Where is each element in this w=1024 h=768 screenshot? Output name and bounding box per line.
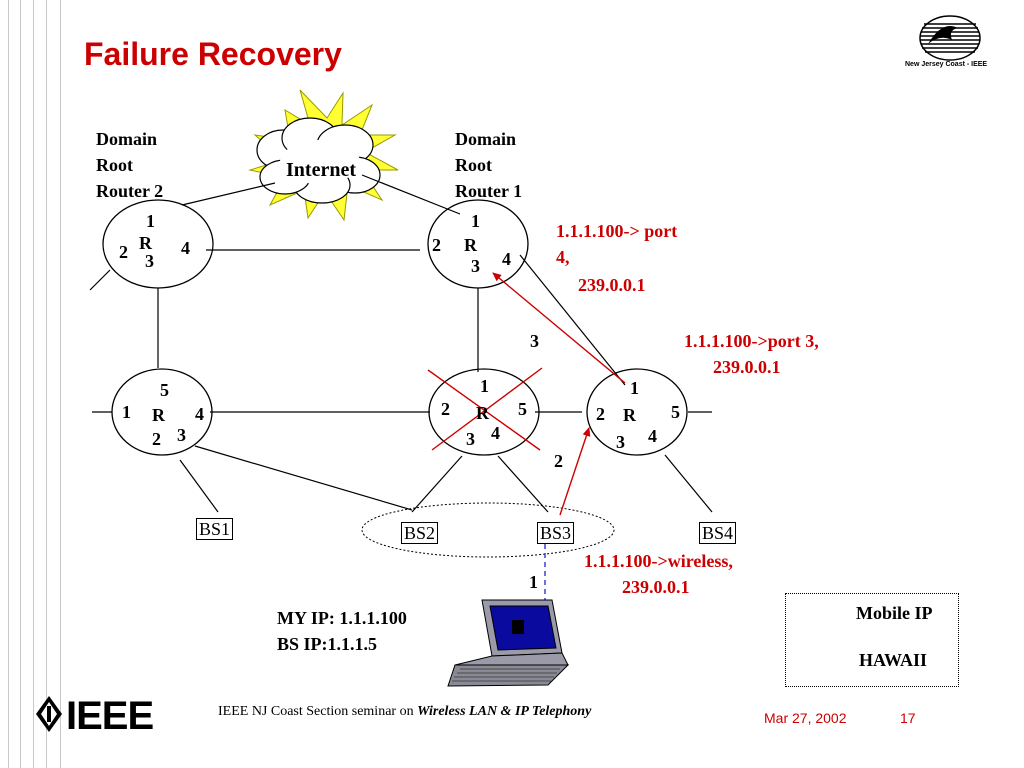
annotation-mid-line: 239.0.0.1 [713,357,781,377]
host-ip-text: MY IP: 1.1.1.100 [277,608,407,628]
domain-root-1-line: Router 1 [455,181,523,201]
annotation-top-line: 4, [556,247,570,267]
step-label: 1 [529,572,538,592]
paging-area-ellipse [361,502,615,558]
router-letter: R [464,235,477,255]
port-label: 1 [630,378,639,398]
port-label: 2 [596,404,605,424]
router-letter: R [139,233,152,253]
failure-cross-icon [427,367,543,451]
domain-root-2-line: Domain [96,129,158,149]
domain-root-1-line: Domain [455,129,517,149]
logo-caption: New Jersey Coast - IEEE [905,61,988,68]
annotation-wireless-line: 239.0.0.1 [622,577,690,597]
links [89,174,713,513]
port-label: 5 [160,380,169,400]
port-label: 5 [671,402,680,422]
port-label: 2 [432,235,441,255]
laptop-icon [447,599,570,687]
ieee-logo: IEEE [66,694,154,738]
internet-label: Internet [286,159,356,181]
domain-root-2-line: Root [96,155,133,175]
port-label: 4 [648,426,657,446]
legend-mobile-ip: Mobile IP [856,603,933,623]
router-letter: R [152,405,165,425]
router-letter: R [623,405,636,425]
port-label: 1 [122,402,131,422]
internet-cloud [256,117,381,204]
step-label: 2 [554,451,563,471]
port-label: 4 [502,249,511,269]
port-label: 3 [616,432,625,452]
port-label: 1 [146,211,155,231]
domain-root-1-line: Root [455,155,492,175]
hawaii-arrow-up [492,272,626,384]
base-station-bs3: BS3 [537,522,575,544]
decorative-line [46,0,47,768]
base-station-bs1: BS1 [196,518,234,540]
port-label: 1 [471,211,480,231]
router-mid-left [111,368,213,456]
port-label: 3 [471,256,480,276]
router-mid-right [586,368,688,456]
decorative-line [8,0,9,768]
slide-title: Failure Recovery [84,36,342,72]
legend-hawaii: HAWAII [859,650,928,670]
slide-date: Mar 27, 2002 [764,710,847,726]
nj-coast-logo [919,15,981,61]
port-label: 2 [441,399,450,419]
decorative-line [20,0,21,768]
port-label: 2 [119,242,128,262]
base-station-bs4: BS4 [699,522,737,544]
domain-root-2-line: Router 2 [96,181,164,201]
footer-text: IEEE NJ Coast Section seminar on Wireles… [218,704,591,720]
decorative-line [33,0,34,768]
footer-prefix: IEEE NJ Coast Section seminar on [218,704,418,719]
port-label: 4 [491,423,500,443]
router-letter: R [476,403,489,423]
hawaii-arrow-bs3 [559,427,591,516]
base-station-bs2: BS2 [401,522,439,544]
annotation-top-line: 239.0.0.1 [578,275,646,295]
port-label: 2 [152,429,161,449]
router-top-left [102,199,214,289]
port-label: 3 [177,425,186,445]
ieee-diamond-icon [36,696,62,732]
port-label: 4 [195,404,204,424]
annotation-mid-line: 1.1.1.100->port 3, [684,331,819,351]
port-label: 3 [145,251,154,271]
port-label: 3 [466,429,475,449]
port-label: 1 [480,376,489,396]
slide-number: 17 [900,710,916,726]
legend-box [785,593,959,687]
port-label: 5 [518,399,527,419]
annotation-wireless-line: 1.1.1.100->wireless, [584,551,733,571]
annotation-top-line: 1.1.1.100-> port [556,221,678,241]
router-mid-middle [428,368,540,456]
step-label: 3 [530,331,539,351]
footer-emphasis: Wireless LAN & IP Telephony [417,704,592,719]
bs-ip-text: BS IP:1.1.1.5 [277,634,378,654]
port-label: 4 [181,238,190,258]
decorative-line [60,0,61,768]
router-top-right [427,199,529,289]
